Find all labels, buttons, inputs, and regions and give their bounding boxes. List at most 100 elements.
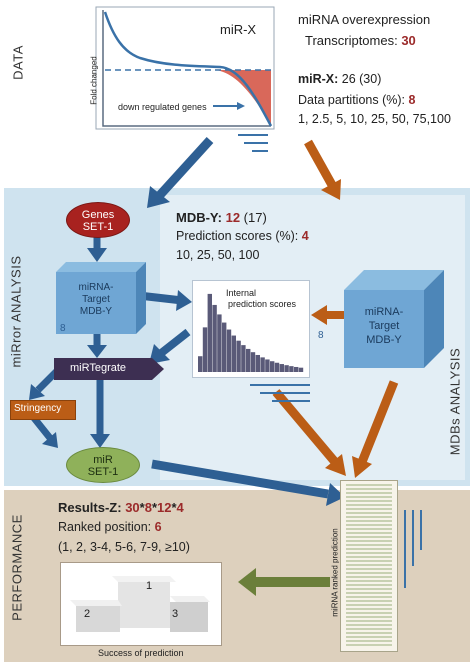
ranked-list: (1, 2, 3-4, 5-6, 7-9, ≥10): [58, 540, 190, 554]
histogram-bar: [250, 352, 256, 372]
ranked-prefix: Ranked position:: [58, 520, 155, 534]
results-30: 30: [125, 500, 140, 515]
mdby-line: MDB-Y: 12 (17): [176, 210, 267, 225]
mdb-cube-line1: miRNA-: [364, 306, 404, 318]
mdb-cube-badge: 8: [318, 330, 324, 341]
histogram-bar: [241, 345, 246, 372]
arrow-mirset-to-ranked: [151, 459, 329, 499]
results-12: 12: [157, 500, 172, 515]
transcriptomes-line: Transcriptomes: 30: [305, 33, 416, 48]
histogram-bar: [198, 356, 203, 372]
histogram-bar: [265, 359, 270, 372]
podium-second: 2: [84, 608, 91, 620]
histogram-bar: [202, 327, 208, 372]
mdby-rest: (17): [240, 210, 267, 225]
mirror-cube-line1: miRNA-: [78, 282, 114, 293]
mirror-cube-line2: Target: [82, 294, 110, 305]
arrow-hist-to-mirtegrate-head: [149, 344, 170, 364]
ranked-prediction-list: [340, 480, 398, 652]
results-prefix: Results-Z:: [58, 500, 122, 515]
arrow-cube-to-hist: [142, 292, 179, 304]
mirtegrate-label: miRTegrate: [70, 362, 127, 374]
mir-label: miR: [93, 454, 113, 466]
histogram-bar: [298, 367, 304, 372]
histogram-label-1: Internal: [226, 288, 257, 298]
histogram-bar: [294, 366, 299, 372]
arrow-stringency-to-mirset: [31, 415, 53, 441]
ranked-bars-icon: [404, 510, 422, 588]
partitions-line: Data partitions (%): 8: [298, 93, 415, 107]
mirror-cube-badge: 8: [60, 323, 66, 334]
arrow-mirtegrate-to-mirset-head: [90, 434, 110, 448]
genes-set-oval: Genes SET-1: [66, 202, 130, 238]
histogram-bar: [246, 348, 251, 372]
pred-prefix: Prediction scores (%):: [176, 229, 302, 243]
arrow-hist-to-ranked-head: [325, 454, 346, 476]
pred-value: 4: [301, 229, 309, 243]
histogram-bar: [236, 340, 241, 372]
mdby-value: 12: [221, 210, 241, 225]
arrow-mdbcube-to-hist-head: [311, 305, 327, 325]
ranked-line: Ranked position: 6: [58, 520, 162, 534]
arrow-ranked-to-podium-head: [238, 568, 256, 596]
results-8: 8: [144, 500, 152, 515]
podium-caption: Success of prediction: [98, 648, 184, 658]
histogram-bar: [279, 364, 284, 372]
ranked-axis-label: miRNA ranked prediction: [330, 528, 340, 617]
ranked-value: 6: [154, 520, 162, 534]
histogram-bar: [226, 329, 232, 372]
histogram-bar: [274, 362, 280, 372]
mirna-overexpression-label: miRNA overexpression: [298, 12, 431, 27]
arrow-mirset-to-ranked-head: [326, 483, 345, 506]
mirx-prefix: miR-X:: [298, 72, 339, 86]
mir-set-label: SET-1: [87, 466, 119, 478]
histogram-bar: [260, 357, 265, 372]
arrow-mdbcube-to-ranked-head: [352, 456, 372, 478]
arrow-stringency-to-mirset-head: [42, 432, 58, 448]
partitions-list: 1, 2.5, 5, 10, 25, 50, 75,100: [298, 112, 451, 126]
internal-scores-histogram: [192, 280, 310, 378]
podium-third: 3: [172, 608, 179, 620]
podium-first: 1: [146, 580, 153, 592]
histogram-bars-icon: [250, 384, 310, 402]
arrow-cube-to-hist-head: [176, 290, 192, 311]
histogram-bar: [222, 322, 227, 372]
arrow-hist-to-ranked: [272, 389, 339, 465]
histogram-bar: [207, 293, 212, 372]
podium: [70, 576, 210, 632]
arrow-data-to-mdb: [304, 139, 336, 188]
histogram-bar: [231, 335, 236, 372]
partitions-prefix: Data partitions (%):: [298, 93, 409, 107]
arrow-data-to-mdb-head: [321, 179, 341, 200]
genes-set-label: SET-1: [82, 221, 114, 233]
arrow-hist-to-mirtegrate: [157, 328, 191, 358]
histogram-bar: [270, 361, 275, 372]
arrow-data-to-genes: [156, 136, 214, 199]
transcriptomes-value: 30: [401, 33, 416, 48]
arrow-genes-to-cube-head: [87, 248, 107, 262]
histogram-bar: [289, 366, 294, 372]
mirror-target-cube: [56, 262, 146, 334]
genes-label: Genes: [81, 209, 115, 221]
stringency-box: [10, 400, 76, 420]
mirx-line: miR-X: 26 (30): [298, 72, 381, 86]
chart-title: miR-X: [220, 22, 257, 37]
histogram-label-2: prediction scores: [228, 299, 297, 309]
fold-change-chart: [95, 6, 275, 130]
histogram-bar: [255, 354, 260, 372]
partitions-value: 8: [408, 93, 416, 107]
histogram-bar: [212, 304, 217, 372]
mirx-rest: 26 (30): [338, 72, 382, 86]
mdb-target-cube: [344, 270, 444, 368]
mdb-cube-line3: MDB-Y: [366, 334, 402, 346]
arrow-data-to-genes-head: [147, 186, 170, 208]
histogram-bar: [217, 314, 222, 372]
results-4: 4: [176, 500, 184, 515]
arrow-mdbcube-to-ranked: [357, 380, 399, 464]
arrow-cube-to-mirtegrate-head: [87, 345, 107, 358]
arrow-mirtegrate-to-stringency-head: [29, 384, 45, 400]
mir-set-oval: miR SET-1: [66, 447, 140, 483]
mirror-cube-line3: MDB-Y: [79, 306, 113, 317]
transcriptomes-prefix: Transcriptomes:: [305, 33, 402, 48]
